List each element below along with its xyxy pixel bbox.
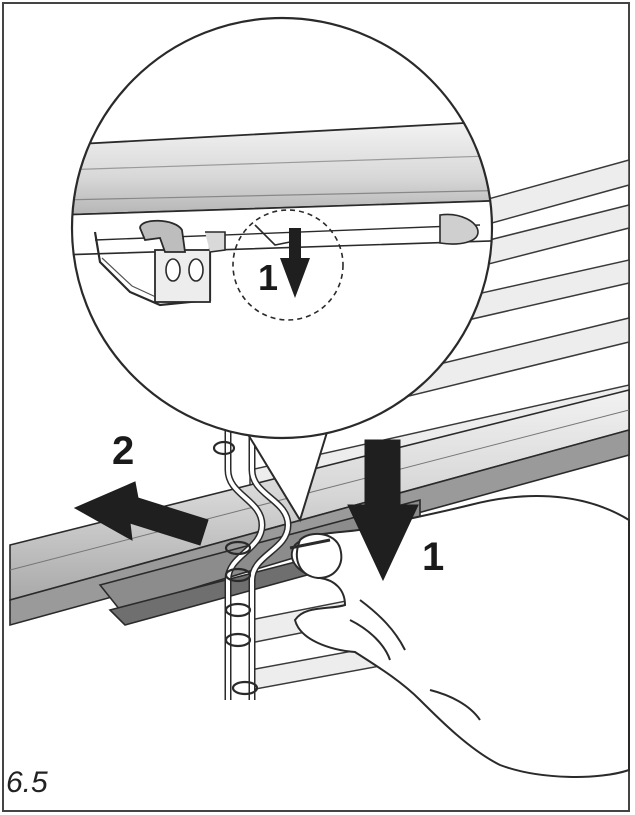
- wire-shelf-support: [212, 360, 292, 700]
- push-down-arrow: [347, 439, 419, 582]
- highlight-dashed-circle: [232, 209, 344, 321]
- pull-out-step-label: 2: [112, 429, 134, 473]
- zoom-step-label: 1: [258, 257, 278, 298]
- push-down-step-label: 1: [422, 535, 444, 579]
- zoom-detail-circle: 1: [70, 16, 494, 440]
- hand-illustration: [289, 495, 630, 778]
- pull-out-arrow: [73, 481, 209, 546]
- figure-number: 6.5: [6, 766, 48, 799]
- zoom-down-arrow: [280, 228, 310, 298]
